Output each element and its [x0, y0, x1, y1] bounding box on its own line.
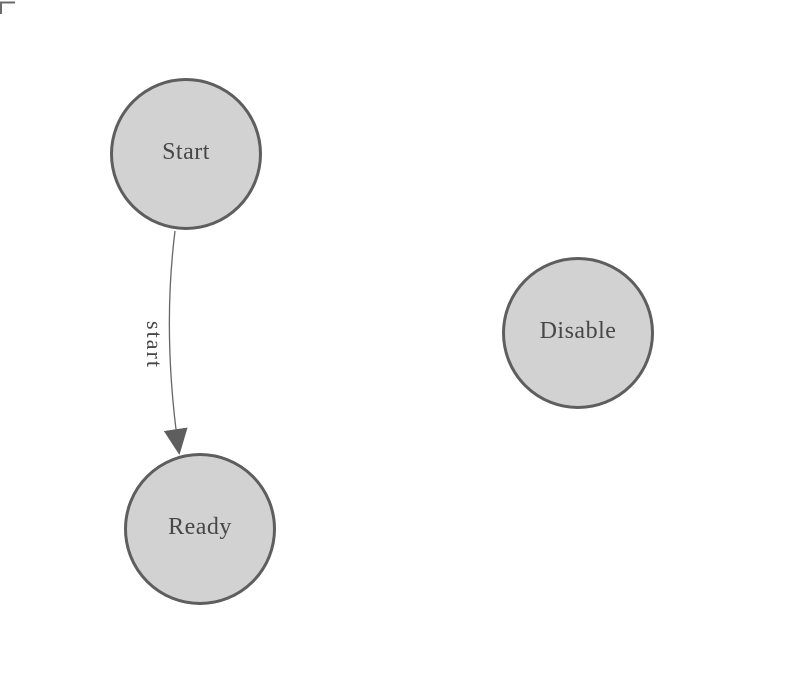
edge-start-to-ready[interactable]	[163, 230, 188, 455]
state-node-start-label: Start	[162, 138, 210, 165]
corner-mark-icon	[0, 1, 15, 14]
state-node-disable-label: Disable	[539, 317, 617, 344]
edge-label-start: start	[142, 321, 167, 369]
state-node-ready[interactable]: Ready	[124, 453, 276, 605]
state-node-start[interactable]: Start	[110, 78, 262, 230]
state-node-disable[interactable]: Disable	[502, 257, 654, 409]
state-node-ready-label: Ready	[168, 513, 232, 540]
